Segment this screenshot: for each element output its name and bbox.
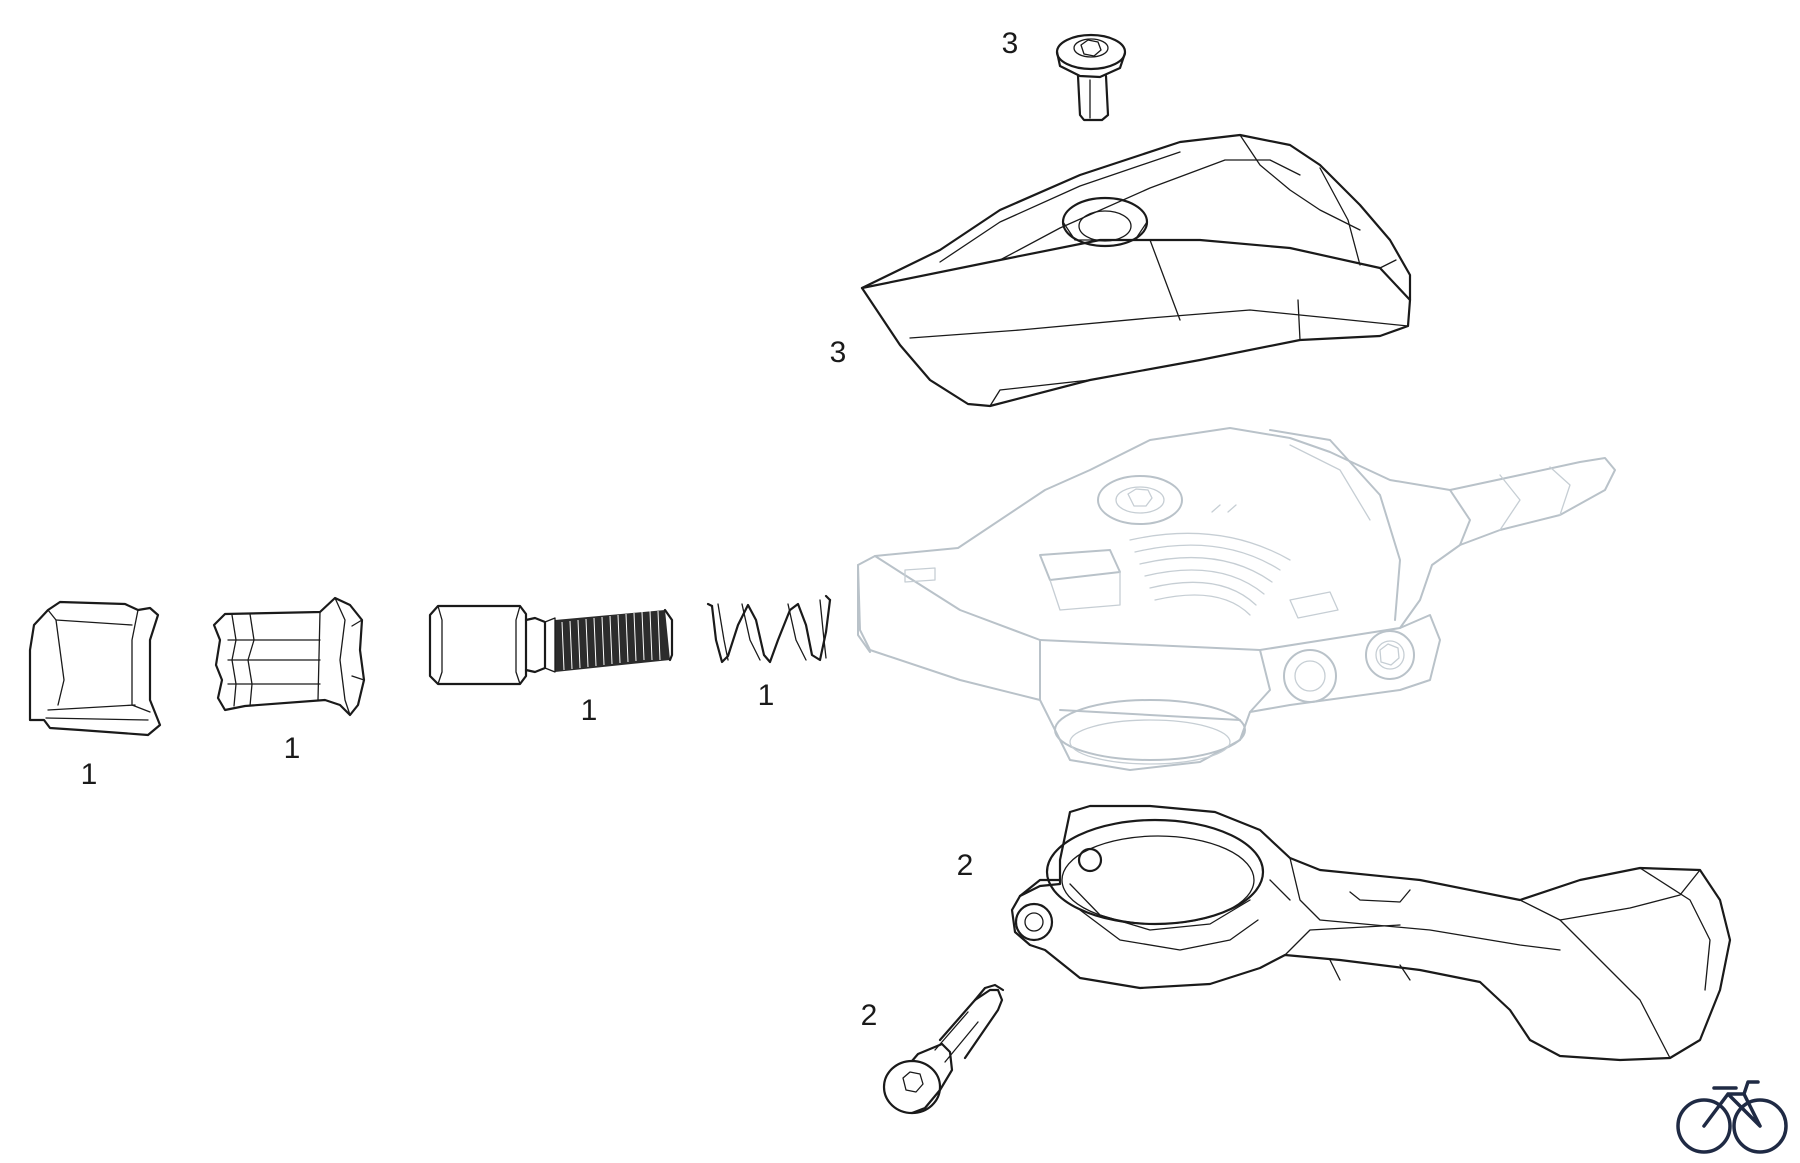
barrel-adjuster-screw [428,604,674,686]
bicycle-icon [1676,1080,1788,1154]
label-clamp-bolt: 2 [861,999,878,1032]
label-barrel-collar: 1 [284,732,301,765]
shifter-housing-ghost [857,427,1616,771]
top-cover [860,133,1412,408]
label-clamp: 2 [957,849,974,882]
callout-labels: 3 3 1 1 1 1 2 2 [81,27,1019,1032]
label-cover: 3 [830,336,847,369]
handlebar-clamp [1010,804,1732,1062]
top-bolt [1055,33,1127,122]
clamp-bolt [882,983,1005,1115]
label-barrel-screw: 1 [581,694,598,727]
label-barrel-cap: 1 [81,758,98,791]
barrel-adjuster-collar [212,596,366,717]
label-spring: 1 [758,679,775,712]
coil-spring [706,594,832,664]
barrel-adjuster-cap [28,600,162,737]
label-top-bolt: 3 [1002,27,1019,60]
screw-thread [555,608,674,672]
